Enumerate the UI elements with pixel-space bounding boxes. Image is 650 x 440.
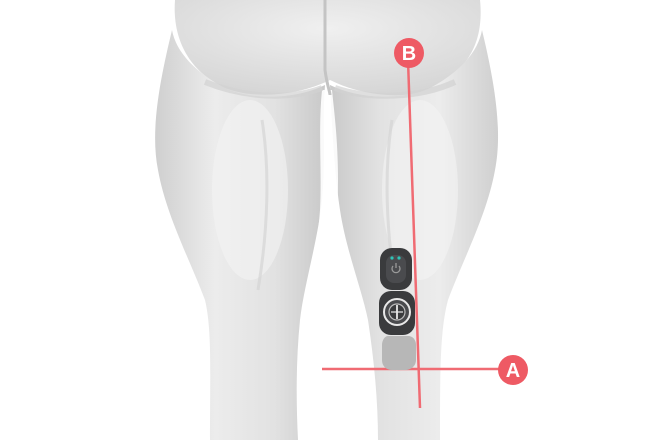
power-icon xyxy=(391,263,401,274)
mode-dial-icon xyxy=(383,298,411,326)
left-calf-line xyxy=(256,119,269,291)
left-calf-highlight xyxy=(212,100,288,280)
hips xyxy=(174,0,481,96)
guide-line-b-vertical xyxy=(406,59,422,409)
ems-stimulator-device xyxy=(379,248,415,335)
inner-gap xyxy=(310,90,338,300)
guide-lines xyxy=(322,59,500,409)
marker-b-badge xyxy=(394,38,424,68)
legs-illustration xyxy=(155,0,499,440)
marker-a: A xyxy=(498,355,528,385)
indicator-light-1 xyxy=(390,256,394,260)
marker-a-badge xyxy=(498,355,528,385)
marker-a-label: A xyxy=(506,360,520,382)
electrode-pad xyxy=(382,336,416,370)
left-glute-fold xyxy=(203,79,324,99)
marker-b-label: B xyxy=(402,43,416,65)
right-glute-fold xyxy=(334,79,457,99)
indicator-light-2 xyxy=(397,256,401,260)
right-calf-highlight xyxy=(382,100,458,280)
marker-b: B xyxy=(394,38,424,68)
glute-crease xyxy=(323,0,332,96)
